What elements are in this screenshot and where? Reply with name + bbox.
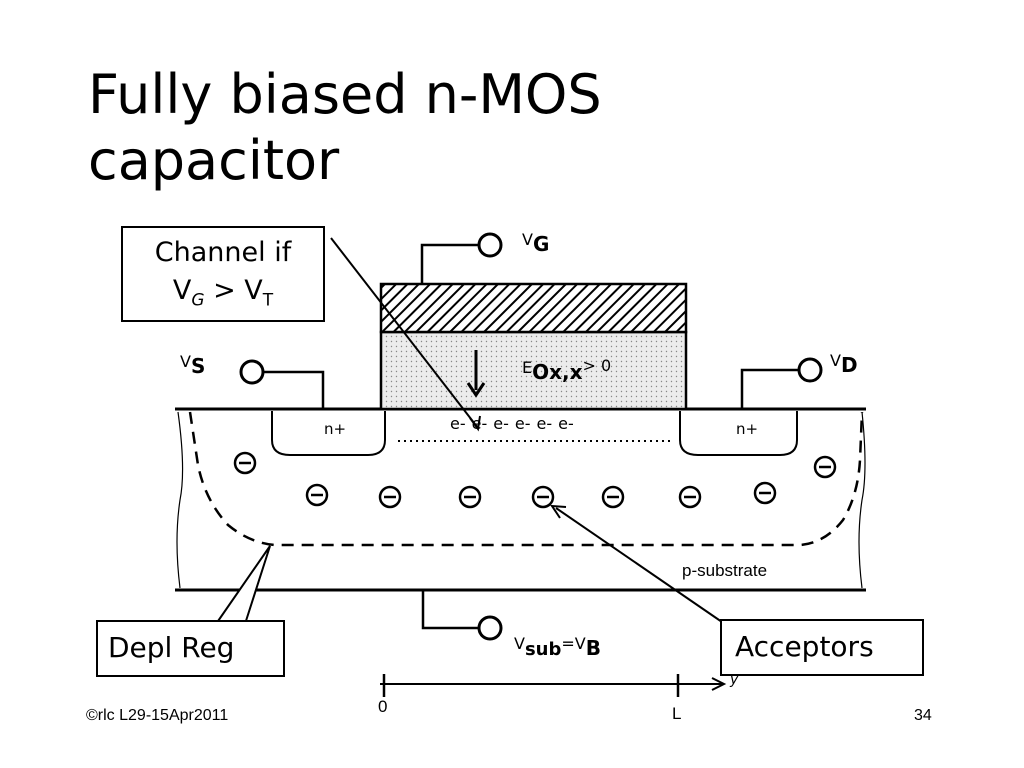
- acceptors-pointer-head: [550, 504, 567, 519]
- footer-copyright: ©rlc L29-15Apr2011: [86, 707, 229, 724]
- acceptor-ion: [378, 485, 402, 509]
- channel-vg: V: [172, 275, 192, 306]
- title-line-1: Fully biased n-MOS: [88, 63, 602, 126]
- channel-callout-line2: VG > VT: [123, 272, 323, 319]
- acceptor-ion: [458, 485, 482, 509]
- n-plus-left-label: n+: [324, 420, 347, 438]
- drain-terminal-circle: [797, 357, 823, 383]
- source-label: VS: [180, 352, 206, 378]
- field-label-sub: Ox,x: [532, 360, 583, 384]
- channel-pointer: [330, 237, 479, 429]
- substrate-label-sub2: B: [585, 636, 601, 660]
- electron: e-: [514, 414, 531, 433]
- depl-reg-text: Depl Reg: [108, 631, 235, 664]
- acceptor-ions: [233, 451, 837, 509]
- drain-lead: [740, 368, 799, 409]
- substrate-label-v2: V: [574, 634, 586, 653]
- substrate-label-v: V: [514, 634, 525, 653]
- field-label-gt: > 0: [582, 356, 612, 375]
- n-plus-right-label: n+: [736, 420, 759, 438]
- acceptor-ion: [813, 455, 837, 479]
- substrate-label-eq: =: [561, 634, 575, 653]
- source-lead: [263, 370, 325, 409]
- channel-pointer-head: [469, 415, 481, 432]
- electron: e-: [493, 414, 509, 433]
- source-label-v: V: [180, 352, 191, 371]
- channel-vt-sub: T: [262, 290, 274, 311]
- gate-electrode: [379, 282, 688, 334]
- drain-label-sub: D: [840, 353, 858, 377]
- gate-label-v: V: [522, 230, 533, 249]
- oxide-field-label: EOx,x> 0: [522, 356, 611, 384]
- acceptor-ion: [678, 485, 702, 509]
- drain-label-v: V: [830, 351, 841, 370]
- substrate-right-break: [858, 411, 866, 589]
- axis-label-0: 0: [378, 697, 388, 716]
- gate-label: VG: [522, 230, 550, 256]
- substrate-terminal-circle: [477, 615, 503, 641]
- gate-terminal-circle: [477, 232, 503, 258]
- acceptor-ion: [753, 481, 777, 505]
- acceptor-ion: [601, 485, 625, 509]
- electron-row: e-e-e-e-e-e-: [450, 414, 574, 433]
- substrate-lead: [421, 590, 478, 630]
- axis-label-L: L: [672, 704, 682, 723]
- depl-pointer: [215, 545, 271, 625]
- p-substrate-label: p-substrate: [682, 561, 768, 580]
- field-label-e: E: [522, 358, 533, 377]
- electron: e-: [558, 414, 574, 433]
- channel-vt: V: [244, 275, 263, 306]
- electron: e-: [536, 414, 553, 433]
- gate-lead: [420, 243, 478, 284]
- channel-vg-sub: G: [191, 290, 205, 311]
- acceptors-text: Acceptors: [735, 630, 874, 663]
- channel-gt: >: [204, 275, 245, 306]
- acceptor-ion: [305, 483, 329, 507]
- channel-callout: Channel if VG > VT: [121, 226, 325, 322]
- channel-callout-line1: Channel if: [154, 237, 292, 268]
- slide-title: Fully biased n-MOS capacitor: [88, 62, 602, 194]
- acceptors-callout: Acceptors: [720, 619, 924, 676]
- drain-label: VD: [830, 351, 858, 377]
- gate-oxide: [379, 330, 688, 411]
- footer-page-number: 34: [914, 707, 932, 724]
- position-axis-arrowhead: [711, 677, 727, 691]
- n-plus-left-well: [271, 411, 386, 456]
- acceptors-pointer: [555, 507, 723, 623]
- n-plus-right-well: [679, 411, 798, 456]
- source-terminal-circle: [239, 359, 265, 385]
- acceptor-ion: [233, 451, 257, 475]
- electron: e-: [450, 414, 466, 433]
- acceptor-ion: [531, 485, 555, 509]
- depletion-boundary: [188, 411, 864, 547]
- source-label-sub: S: [190, 354, 206, 378]
- substrate-left-break: [176, 411, 184, 589]
- substrate-label-sub: sub: [524, 639, 562, 660]
- title-line-2: capacitor: [88, 129, 340, 192]
- gate-label-sub: G: [532, 232, 550, 256]
- electron: e-: [471, 414, 488, 433]
- substrate-label: Vsub=VB: [514, 634, 601, 660]
- depl-reg-callout: Depl Reg: [96, 620, 285, 677]
- field-arrow-head: [466, 382, 486, 398]
- axis-label-y: y: [730, 672, 739, 688]
